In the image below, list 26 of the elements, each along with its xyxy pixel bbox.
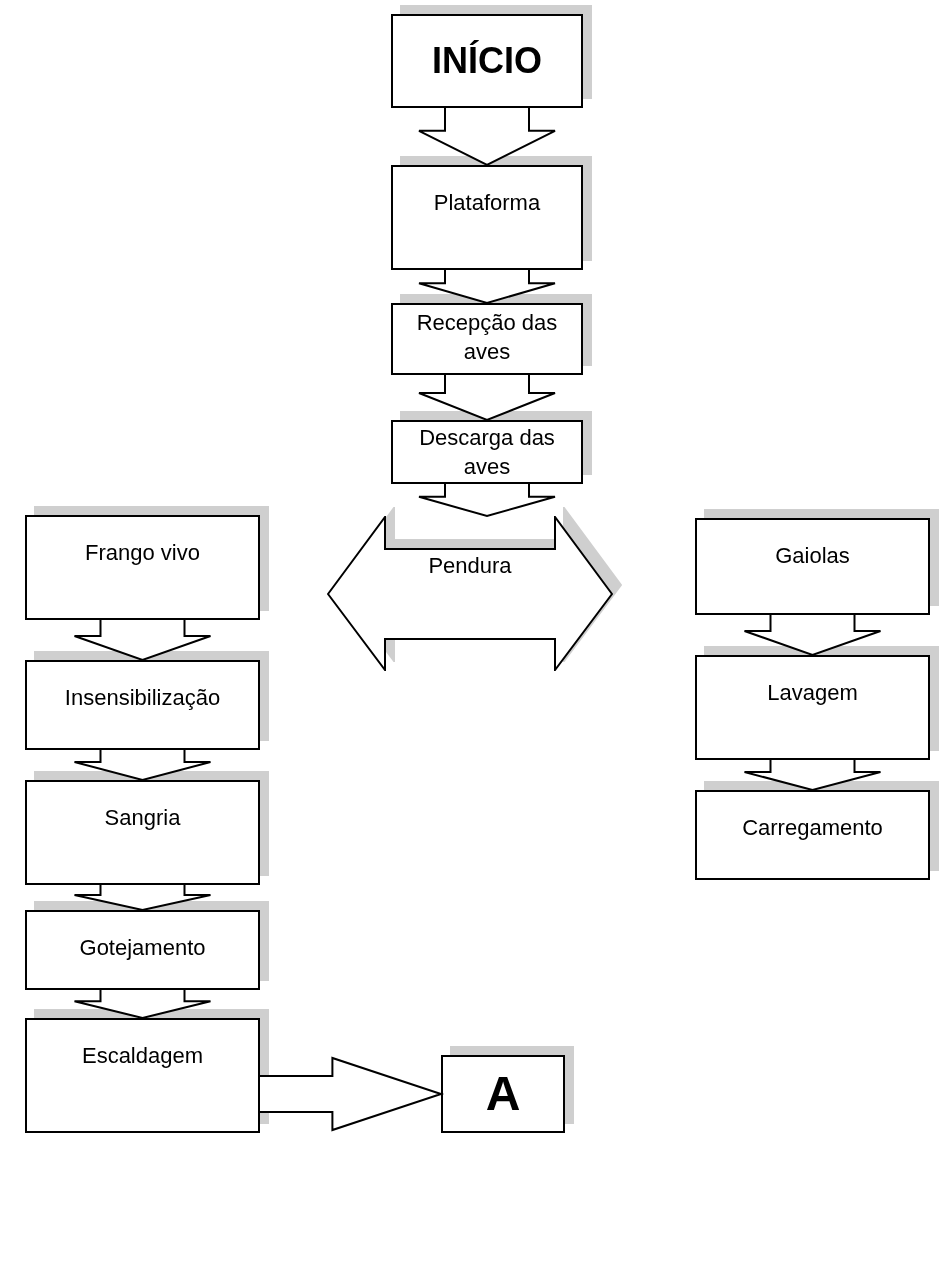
step-label: INÍCIO (432, 38, 542, 83)
step-label: Carregamento (742, 814, 883, 842)
step-label: Gotejamento (79, 934, 206, 962)
step-label: A (485, 1065, 521, 1122)
block-arrow (418, 269, 556, 304)
block-arrow (73, 749, 212, 781)
step-label: Frango vivo (85, 539, 200, 567)
step-label: Recepção das aves (415, 309, 559, 366)
step-label: Gaiolas (775, 542, 850, 570)
step-label: Sangria (104, 804, 181, 832)
block-arrow (418, 107, 556, 166)
block-arrow (418, 374, 556, 421)
step-label: Pendura (428, 552, 512, 580)
block-arrow (259, 1056, 442, 1132)
block-arrow (743, 759, 882, 791)
block-arrow (743, 614, 882, 656)
block-arrow (418, 483, 556, 517)
block-arrow (73, 989, 212, 1019)
step-label: Insensibilização (64, 684, 221, 712)
double-arrow-shape (327, 516, 613, 671)
block-arrow (73, 884, 212, 911)
step-label: Descarga das aves (418, 424, 556, 481)
block-arrow (73, 619, 212, 661)
step-label: Escaldagem (81, 1042, 204, 1070)
step-label: Plataforma (433, 189, 541, 217)
step-label: Lavagem (767, 679, 858, 707)
